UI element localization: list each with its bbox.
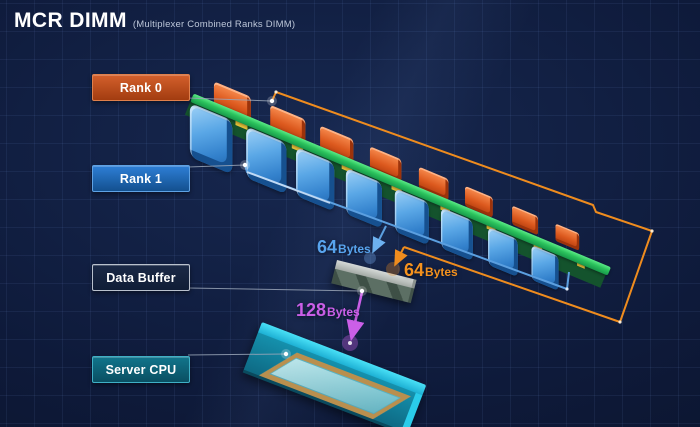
pcb-edge (190, 93, 611, 276)
legend-rank0-label: Rank 0 (119, 80, 163, 95)
dimm-module-graphic (164, 81, 614, 339)
flow-label-rank1-64bytes: 64Bytes (317, 237, 371, 258)
legend-server-cpu: Server CPU (92, 356, 190, 383)
dimm-chip-groups (189, 81, 613, 291)
cpu-arrow-glow (342, 335, 358, 351)
cpu-arrow-glow-core (348, 341, 352, 345)
legend-rank1-label: Rank 1 (119, 171, 163, 186)
page-title: MCR DIMM (Multiplexer Combined Ranks DIM… (14, 9, 295, 33)
flow-unit: Bytes (425, 265, 458, 279)
flow-label-rank0-64bytes: 64Bytes (404, 260, 458, 281)
server-cpu-graphic (242, 322, 427, 427)
flow-label-cpu-128bytes: 128Bytes (296, 300, 360, 321)
flow-value: 128 (296, 300, 327, 320)
legend-data-buffer-label: Data Buffer (106, 270, 176, 285)
flow-unit: Bytes (338, 242, 371, 256)
legend-server-cpu-label: Server CPU (105, 362, 177, 377)
leader-data-buffer (187, 287, 362, 292)
cpu-die-frame (258, 352, 411, 420)
flow-value: 64 (404, 260, 425, 280)
subtitle-text: (Multiplexer Combined Ranks DIMM) (132, 19, 296, 30)
flow-value: 64 (317, 237, 338, 257)
title-text: MCR DIMM (14, 9, 127, 32)
legend-rank0: Rank 0 (92, 74, 190, 101)
legend-rank1: Rank 1 (92, 165, 190, 192)
flow-unit: Bytes (327, 305, 360, 319)
legend-data-buffer: Data Buffer (92, 264, 190, 291)
